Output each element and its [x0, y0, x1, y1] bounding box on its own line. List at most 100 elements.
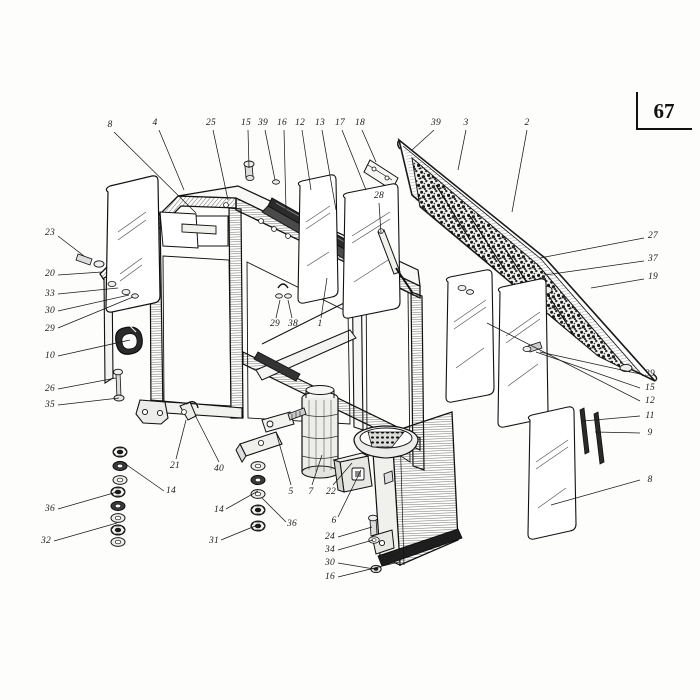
callout-label-18: 18	[355, 118, 365, 128]
callout-label-8: 8	[107, 120, 113, 130]
leader-line-16	[283, 129, 287, 211]
lower-seal-rail	[253, 351, 301, 382]
callout-label-3: 3	[463, 118, 469, 128]
glass-panel-right-upper	[445, 269, 495, 403]
callout-label-30: 30	[45, 306, 55, 316]
leader-line-4	[158, 129, 185, 191]
leader-line-39	[539, 351, 641, 375]
leader-line-12	[486, 322, 641, 402]
leader-line-1	[320, 277, 328, 319]
callout-label-15: 15	[241, 118, 251, 128]
left-bolts-23-20	[75, 253, 139, 299]
page-number: 67	[653, 98, 675, 123]
rubber-grommet	[115, 325, 143, 355]
leader-line-32	[53, 522, 118, 542]
leader-line-12	[301, 129, 312, 191]
callout-label-21: 21	[170, 461, 180, 471]
leader-line-38	[287, 299, 293, 319]
callout-label-16: 16	[325, 572, 335, 582]
callout-label-36: 36	[45, 504, 55, 514]
leader-line-36	[57, 491, 118, 510]
callout-label-11: 11	[645, 411, 655, 421]
callout-label-37: 37	[648, 254, 658, 264]
bracket-bar	[235, 431, 283, 463]
callout-label-7: 7	[308, 487, 314, 497]
callout-label-8: 8	[647, 475, 653, 485]
leader-line-36	[261, 497, 287, 523]
callout-label-39: 39	[431, 118, 441, 128]
callout-label-23: 23	[45, 228, 55, 238]
callout-label-5: 5	[288, 487, 294, 497]
leader-line-18	[361, 129, 377, 163]
leader-line-39	[264, 129, 276, 181]
leader-line-30	[337, 562, 375, 570]
leader-line-5	[275, 431, 292, 486]
callout-label-13: 13	[315, 118, 325, 128]
page-corner-rule	[636, 92, 692, 130]
callout-label-12: 12	[295, 118, 305, 128]
leader-line-9	[594, 431, 641, 434]
fastener-stack-mid	[250, 461, 266, 532]
leader-line-6	[337, 469, 362, 518]
callout-label-4: 4	[152, 118, 158, 128]
glass-panel-front-small	[297, 174, 339, 304]
wiper-arm	[377, 228, 413, 293]
callout-label-14: 14	[166, 486, 176, 496]
fastener-stack-left-a	[112, 446, 128, 485]
callout-leader-lines	[53, 129, 645, 578]
right-side-bolts	[457, 284, 543, 353]
leader-line-30	[57, 294, 130, 312]
control-box	[332, 452, 373, 493]
callout-label-33: 33	[45, 289, 55, 299]
fastener-stack-left-b	[110, 486, 126, 547]
door-fastener-set	[368, 514, 382, 574]
callout-label-38: 38	[288, 319, 298, 329]
callout-label-36: 36	[287, 519, 297, 529]
bolt-bracket	[261, 407, 307, 433]
leader-line-8	[550, 479, 641, 506]
leader-line-29	[275, 299, 281, 319]
roof-bolts	[243, 160, 280, 185]
leader-line-33	[57, 287, 119, 295]
glass-seal-strips	[579, 407, 605, 465]
leader-line-23	[57, 235, 85, 257]
callout-label-17: 17	[335, 118, 345, 128]
callout-label-2: 2	[524, 118, 530, 128]
leader-line-24	[337, 526, 373, 538]
leader-line-28	[378, 202, 382, 234]
callout-label-10: 10	[45, 351, 55, 361]
leader-line-14	[123, 462, 165, 492]
callout-label-26: 26	[45, 384, 55, 394]
leader-line-21	[175, 419, 187, 460]
callout-label-20: 20	[45, 269, 55, 279]
glass-panel-rear-left	[105, 175, 161, 313]
callout-label-19: 19	[648, 272, 658, 282]
leader-line-14	[225, 490, 259, 510]
leader-line-34	[337, 539, 374, 551]
callout-label-28: 28	[374, 191, 384, 201]
callout-label-14: 14	[214, 505, 224, 515]
leader-line-37	[544, 260, 645, 276]
leader-line-31	[220, 523, 261, 541]
leader-line-7	[311, 454, 323, 486]
leader-line-35	[57, 397, 120, 406]
leader-line-17	[341, 129, 367, 191]
callout-label-31: 31	[209, 536, 219, 546]
speaker-grille-bowl	[353, 425, 419, 459]
roof-hatch-panel-group	[397, 137, 658, 382]
roof-hinge-bracket	[363, 159, 399, 191]
page-number-box: 67	[636, 92, 692, 130]
leader-line-27	[539, 237, 645, 259]
callout-label-32: 32	[41, 536, 51, 546]
leader-line-2	[511, 129, 528, 213]
latch-handle	[179, 401, 199, 421]
callout-label-6: 6	[331, 516, 337, 526]
leader-line-39	[411, 129, 435, 151]
leader-line-22	[332, 462, 353, 486]
leader-line-10	[57, 339, 131, 357]
fastener-stack-left-upper	[113, 368, 125, 402]
callout-label-16: 16	[277, 118, 287, 128]
air-filter-canister	[301, 385, 339, 479]
leader-line-40	[194, 414, 220, 463]
